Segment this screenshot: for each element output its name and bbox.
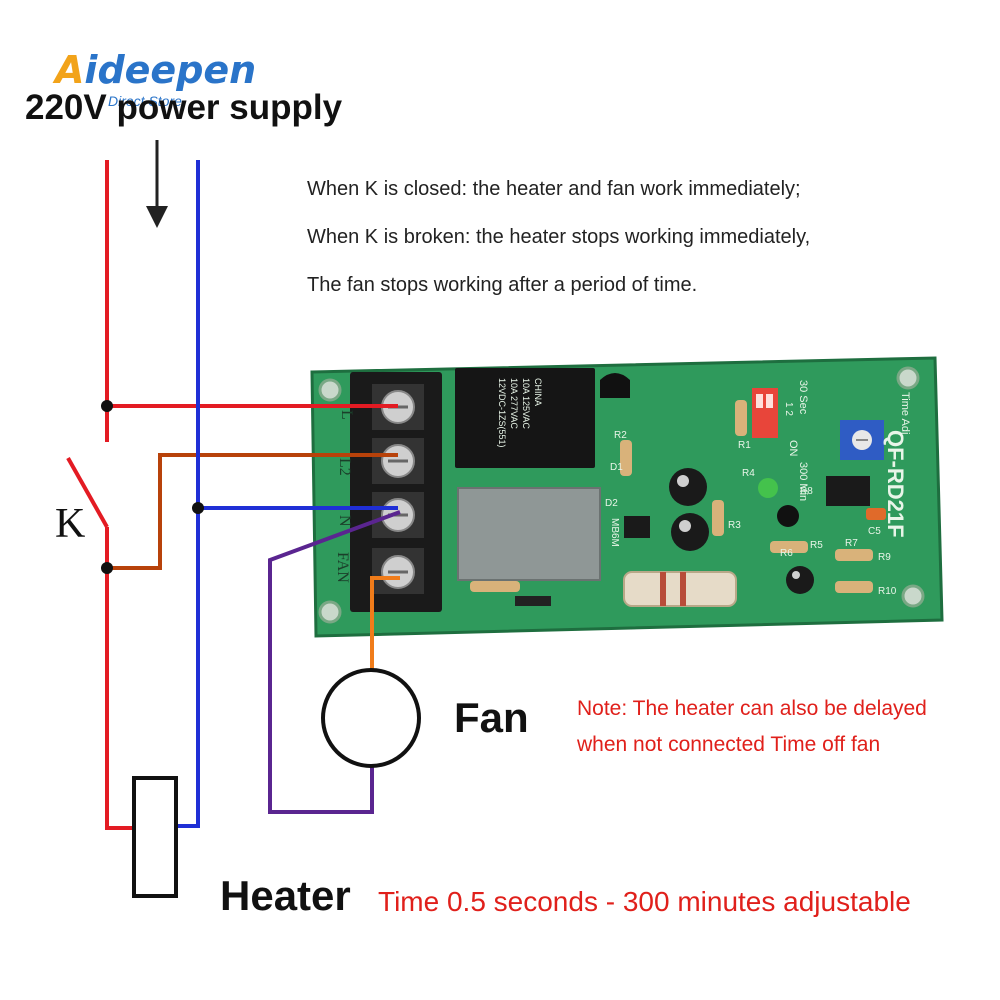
label-r6: R6 — [780, 548, 793, 559]
label-r4: R4 — [742, 468, 755, 479]
fan-label: Fan — [454, 694, 529, 741]
note-line-2: when not connected Time off fan — [577, 733, 881, 756]
label-r7: R7 — [845, 538, 858, 549]
label-r5: R5 — [810, 540, 823, 551]
label-time-adj: Time Adj. — [899, 392, 911, 437]
transistor — [600, 373, 630, 398]
terminal-screws — [372, 384, 424, 594]
label-ic: MB6M — [609, 518, 620, 547]
power-supply-title: 220V power supply — [25, 88, 343, 127]
mount-hole — [318, 600, 342, 624]
terminal-label-l2: L2 — [336, 458, 353, 476]
note-line-1: Note: The heater can also be delayed — [577, 697, 927, 720]
description-line-1: When K is closed: the heater and fan wor… — [307, 178, 801, 200]
label-c5: C5 — [868, 526, 881, 537]
label-r8: R8 — [800, 486, 813, 497]
label-dip-pins: 1 2 — [783, 402, 794, 416]
relay-text-2: 10A 125VAC — [521, 378, 531, 429]
relay-text-3: 10A 277VAC — [509, 378, 519, 429]
capacitor — [671, 513, 709, 551]
resistors — [470, 400, 873, 593]
junction-dot — [192, 502, 204, 514]
brand-logo: Aideepen — [55, 48, 256, 92]
time-range-note: Time 0.5 seconds - 300 minutes adjustabl… — [378, 886, 911, 917]
board-model: QF-RD21F — [883, 430, 908, 538]
relay-grey — [457, 487, 601, 581]
label-d2: D2 — [605, 498, 618, 509]
label-d1: D1 — [610, 462, 623, 473]
terminal-label-l: L — [338, 410, 355, 420]
dip-switch[interactable] — [752, 388, 778, 438]
logo-rest: ideepen — [84, 48, 257, 92]
mount-hole — [901, 584, 925, 608]
capacitor — [786, 566, 814, 594]
label-r10: R10 — [878, 586, 897, 597]
logo-initial: A — [55, 48, 85, 92]
label-r3: R3 — [728, 520, 741, 531]
bridge-rectifier — [624, 516, 650, 538]
terminal-label-fan: FAN — [334, 552, 351, 583]
transistor-2 — [777, 505, 799, 527]
ic-chip — [826, 476, 870, 506]
label-30sec: 30 Sec — [797, 380, 809, 415]
logo-subtitle: Direct Store — [108, 93, 182, 109]
relay-black — [455, 368, 595, 468]
supply-arrow-head — [146, 206, 168, 228]
relay-text-1: CHINA — [533, 378, 543, 406]
heater-label: Heater — [220, 872, 351, 919]
neutral-wire — [176, 160, 200, 828]
diode — [515, 596, 551, 606]
description-line-2: When K is broken: the heater stops worki… — [307, 226, 811, 248]
relay-text-4: 12VDC-1ZS(551) — [497, 378, 507, 448]
description-line-3: The fan stops working after a period of … — [307, 274, 698, 296]
status-led — [758, 478, 778, 498]
switched-wire-to-l2 — [107, 453, 398, 570]
label-on: ON — [787, 440, 799, 457]
switch-label-k: K — [55, 501, 86, 547]
label-r9: R9 — [878, 552, 891, 563]
junction-dot — [101, 400, 113, 412]
capacitor — [669, 468, 707, 506]
heater-symbol — [132, 776, 178, 898]
relay-board: L L2 N FAN CHINA 10A 125VAC 10A 277VAC 1… — [310, 356, 944, 638]
terminal-label-n: N — [336, 515, 353, 527]
fan-symbol — [321, 668, 421, 768]
fan-return-wire — [268, 510, 401, 814]
label-r1: R1 — [738, 440, 751, 451]
junction-dot — [101, 562, 113, 574]
small-capacitor — [866, 508, 886, 520]
fan-wire — [370, 576, 400, 672]
label-r2: R2 — [614, 430, 627, 441]
switch-k-blade[interactable] — [66, 457, 109, 528]
mount-hole — [896, 366, 920, 390]
label-300min: 300 Min — [797, 462, 809, 501]
live-wire-bottom — [105, 527, 134, 830]
mount-hole — [318, 378, 342, 402]
